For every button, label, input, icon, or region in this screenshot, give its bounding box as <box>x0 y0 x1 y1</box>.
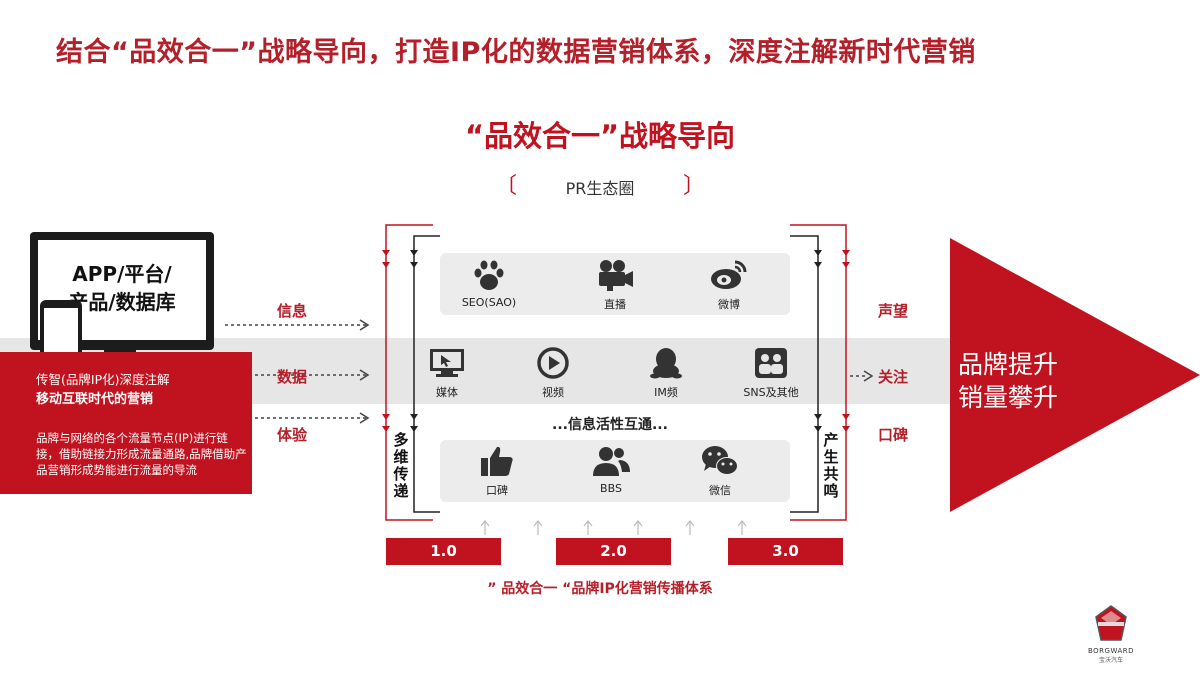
arrow-line1: 品牌提升 <box>958 350 1059 379</box>
info-body: 品牌与网络的各个流量节点(IP)进行链接，借助链接力形成流量通路,品牌借助产品营… <box>36 431 247 477</box>
left-label-experience: 体验 <box>277 426 308 444</box>
version-box-2: 2.0 <box>556 538 671 565</box>
channel-weibo: 微博 <box>674 258 784 312</box>
right-label-wordofmouth: 口碑 <box>878 426 909 444</box>
right-black-bracket <box>790 235 819 513</box>
channel-live: 直播 <box>560 258 670 312</box>
logo-text-en: BORGWARD <box>1087 647 1135 655</box>
right-vertical-text: 产生共鸣 <box>823 431 839 500</box>
info-interaction-text: ...信息活性互通... <box>552 417 668 433</box>
version-box-1: 1.0 <box>386 538 501 565</box>
pr-ecosystem-label: 〔 PR生态圈 〕 <box>495 173 705 201</box>
left-black-bracket <box>413 235 440 513</box>
up-arrows <box>480 520 747 535</box>
wechat-icon <box>702 446 738 475</box>
channel-seo: SEO(SAO) <box>434 258 544 309</box>
info-red-box: 传智(品牌IP化)深度注解 移动互联时代的营销 品牌与网络的各个流量节点(IP)… <box>0 352 252 494</box>
users-icon <box>593 447 630 476</box>
right-red-bracket <box>790 224 847 521</box>
channel-media: 媒体 <box>392 346 502 400</box>
channel-video: 视频 <box>498 346 608 400</box>
right-label-reputation: 声望 <box>878 302 909 320</box>
monitor-line2: 产品/数据库 <box>68 290 176 314</box>
pr-label-text: PR生态圈 <box>565 179 635 198</box>
channel-im: IM频 <box>611 346 721 400</box>
right-arrow-tip <box>863 370 874 382</box>
big-red-arrow <box>950 238 1200 512</box>
system-caption: ” 品效合一 “品牌IP化营销传播体系 <box>487 581 713 597</box>
play-icon <box>537 347 569 379</box>
monitor-device: APP/平台/ 产品/数据库 <box>30 232 214 350</box>
borgward-logo: BORGWARD 宝沃汽车 <box>1080 605 1142 664</box>
sns-people-icon <box>755 348 787 378</box>
thumbs-up-icon <box>481 446 513 476</box>
qq-penguin-icon <box>650 348 682 379</box>
right-label-attention: 关注 <box>878 368 909 386</box>
video-camera-icon <box>599 260 633 291</box>
left-red-bracket <box>385 224 433 521</box>
right-bracket: 〕 <box>682 174 705 199</box>
left-label-info: 信息 <box>277 302 308 320</box>
right-black-arrowheads <box>814 250 822 432</box>
arrow-result-text: 品牌提升 销量攀升 <box>958 348 1058 414</box>
page-title: 结合“品效合一”战略导向，打造IP化的数据营销体系，深度注解新时代营销 <box>56 37 976 68</box>
diagram-subtitle: “品效合一”战略导向 <box>464 119 736 153</box>
monitor-line1: APP/平台/ <box>72 262 172 286</box>
info-line2: 移动互联时代的营销 <box>36 392 154 407</box>
arrow-line2: 销量攀升 <box>958 383 1059 412</box>
left-arrow-tips <box>359 319 370 424</box>
right-red-arrowheads <box>842 250 850 432</box>
channel-sns: SNS及其他 <box>716 346 826 400</box>
left-label-data: 数据 <box>277 368 308 386</box>
logo-text-cn: 宝沃汽车 <box>1098 657 1123 664</box>
left-bracket: 〔 <box>495 174 518 199</box>
weibo-icon <box>711 260 747 289</box>
version-box-3: 3.0 <box>728 538 843 565</box>
channel-wechat: 微信 <box>665 444 775 498</box>
monitor-cursor-icon <box>430 349 464 377</box>
left-black-arrowheads <box>410 250 418 432</box>
left-red-arrowheads <box>382 250 390 432</box>
channel-wordofmouth: 口碑 <box>442 444 552 498</box>
info-line1: 传智(品牌IP化)深度注解 <box>36 372 170 387</box>
paw-icon <box>474 260 504 290</box>
borgward-emblem-icon <box>1095 605 1127 641</box>
left-vertical-text: 多维传递 <box>393 431 409 500</box>
channel-bbs: BBS <box>556 444 666 495</box>
